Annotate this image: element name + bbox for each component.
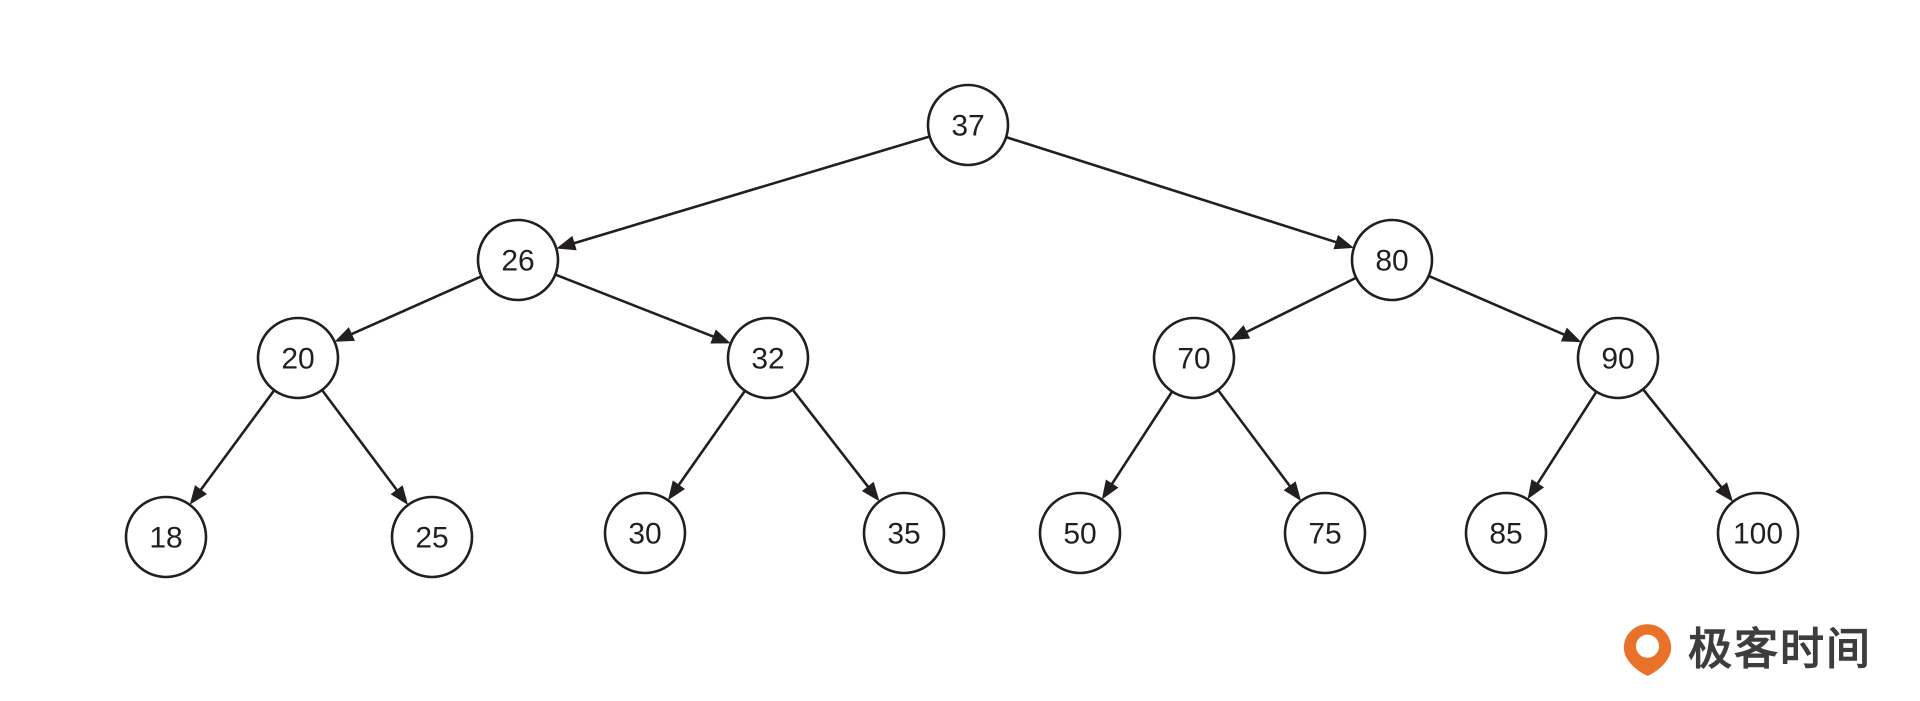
node-label: 80	[1375, 245, 1408, 278]
edge-line	[1242, 276, 1357, 335]
tree-edge-26-to-32	[554, 273, 731, 344]
edge-line	[675, 389, 747, 489]
tree-node-80[interactable]: 80	[1350, 218, 1434, 302]
tree-edge-20-to-25	[320, 389, 409, 505]
tree-node-75[interactable]: 75	[1283, 491, 1367, 575]
arrow-head-icon	[1560, 327, 1582, 343]
geektime-pin-logo-icon	[1623, 624, 1672, 676]
tree-edge-70-to-75	[1216, 389, 1302, 501]
node-circle[interactable]	[1038, 491, 1122, 575]
node-label: 30	[628, 518, 661, 551]
tree-node-18[interactable]: 18	[124, 495, 208, 579]
node-label: 70	[1177, 343, 1210, 376]
node-circle[interactable]	[1350, 218, 1434, 302]
node-label: 20	[281, 343, 314, 376]
tree-edge-32-to-30	[668, 389, 747, 501]
tree-node-26[interactable]: 26	[476, 218, 560, 302]
arrow-head-icon	[556, 235, 577, 251]
arrow-head-icon	[1283, 481, 1302, 501]
nodes-layer: 37 26 80 20 32 70 90 18 25 30 35 50 75 85 100	[124, 83, 1800, 579]
node-circle[interactable]	[1716, 491, 1800, 575]
watermark: 极客时间	[1620, 622, 1872, 677]
arrow-head-icon	[1527, 479, 1545, 500]
node-circle[interactable]	[726, 316, 810, 400]
node-label: 100	[1733, 518, 1783, 551]
arrow-head-icon	[668, 480, 686, 501]
edge-line	[1534, 390, 1598, 488]
tree-edge-37-to-80	[1005, 135, 1354, 250]
tree-node-85[interactable]: 85	[1464, 491, 1548, 575]
arrow-head-icon	[710, 329, 731, 344]
edges-layer	[189, 135, 1734, 505]
edge-line	[197, 389, 276, 494]
node-circle[interactable]	[862, 491, 946, 575]
node-label: 85	[1489, 518, 1522, 551]
edge-line	[1216, 389, 1294, 490]
node-label: 32	[751, 343, 784, 376]
tree-edge-90-to-85	[1527, 390, 1598, 500]
node-label: 37	[951, 110, 984, 143]
tree-edge-80-to-90	[1428, 274, 1582, 343]
node-circle[interactable]	[1464, 491, 1548, 575]
edge-line	[791, 388, 872, 491]
edge-line	[570, 135, 931, 246]
arrow-head-icon	[1333, 234, 1354, 250]
node-circle[interactable]	[1283, 491, 1367, 575]
tree-edge-32-to-35	[791, 388, 880, 502]
watermark-text: 极客时间	[1688, 623, 1872, 675]
tree-edge-20-to-18	[189, 389, 276, 505]
node-label: 26	[501, 245, 534, 278]
arrow-head-icon	[861, 481, 880, 502]
node-label: 25	[415, 522, 448, 555]
arrow-head-icon	[1715, 482, 1734, 502]
node-circle[interactable]	[256, 316, 340, 400]
tree-node-30[interactable]: 30	[603, 491, 687, 575]
node-label: 75	[1308, 518, 1341, 551]
tree-node-90[interactable]: 90	[1576, 316, 1660, 400]
node-circle[interactable]	[926, 83, 1010, 167]
edge-line	[554, 273, 718, 340]
node-circle[interactable]	[1152, 316, 1236, 400]
tree-edge-70-to-50	[1101, 390, 1174, 500]
tree-node-37[interactable]: 37	[926, 83, 1010, 167]
node-label: 18	[149, 522, 182, 555]
arrow-head-icon	[1229, 325, 1251, 341]
node-circle[interactable]	[603, 491, 687, 575]
node-circle[interactable]	[390, 495, 474, 579]
node-circle[interactable]	[124, 495, 208, 579]
tree-edge-80-to-70	[1229, 276, 1357, 341]
tree-node-100[interactable]: 100	[1716, 491, 1800, 575]
node-label: 90	[1601, 343, 1634, 376]
tree-node-25[interactable]: 25	[390, 495, 474, 579]
arrow-head-icon	[334, 327, 355, 342]
tree-node-35[interactable]: 35	[862, 491, 946, 575]
arrow-head-icon	[1101, 479, 1119, 500]
arrow-head-icon	[390, 485, 409, 505]
tree-node-70[interactable]: 70	[1152, 316, 1236, 400]
edge-line	[1428, 274, 1569, 338]
node-circle[interactable]	[476, 218, 560, 302]
tree-edge-26-to-20	[334, 275, 482, 342]
edge-line	[1005, 135, 1340, 245]
node-circle[interactable]	[1576, 316, 1660, 400]
node-label: 35	[887, 518, 920, 551]
tree-node-50[interactable]: 50	[1038, 491, 1122, 575]
tree-node-32[interactable]: 32	[726, 316, 810, 400]
node-label: 50	[1063, 518, 1096, 551]
edge-line	[320, 389, 401, 494]
edge-line	[347, 275, 482, 337]
edge-line	[1641, 388, 1725, 491]
tree-edge-90-to-100	[1641, 388, 1734, 502]
tree-node-20[interactable]: 20	[256, 316, 340, 400]
tree-edge-37-to-26	[556, 135, 931, 251]
edge-line	[1108, 390, 1174, 488]
arrow-head-icon	[189, 485, 208, 505]
